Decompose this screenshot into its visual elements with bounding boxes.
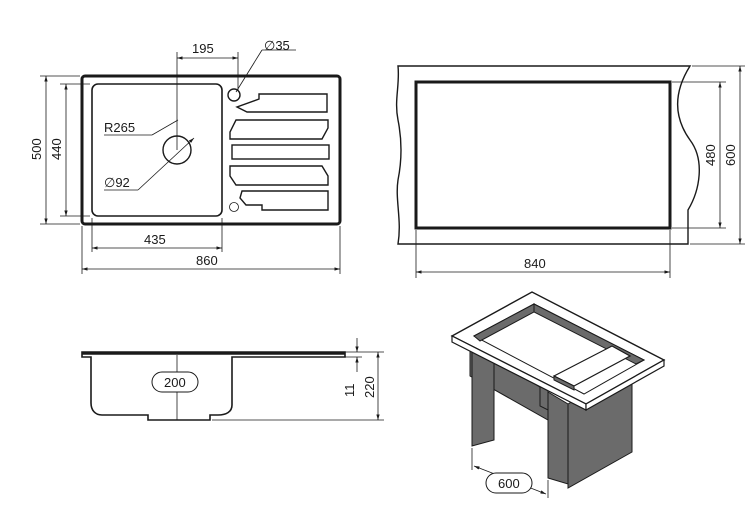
width-label: 860 xyxy=(196,253,218,268)
drainboard-rib xyxy=(231,144,330,160)
front-leg-panel xyxy=(547,391,569,485)
drain-diameter-label: ∅92 xyxy=(104,175,130,190)
bowl-depth-badge xyxy=(151,371,199,393)
drainboard-rib xyxy=(229,165,329,186)
tap-hole xyxy=(227,88,241,102)
cutout-rectangle xyxy=(414,80,672,230)
cutout-height-outer-label: 600 xyxy=(723,144,738,166)
bowl-depth-label: 200 xyxy=(164,375,186,390)
rim-strip xyxy=(82,352,345,354)
sink-side-view: 200 11 220 xyxy=(81,338,384,421)
tap-hole-label: ∅35 xyxy=(264,38,290,53)
drainboard-rib xyxy=(235,93,328,113)
bowl-width-label: 435 xyxy=(144,232,166,247)
height-outer-label: 500 xyxy=(29,138,44,160)
drainboard-ribs xyxy=(229,93,330,211)
drainboard-rib xyxy=(239,190,329,211)
total-depth-label: 220 xyxy=(362,376,377,398)
bowl-outline xyxy=(91,83,223,217)
height-inner-label: 440 xyxy=(49,138,64,160)
divider-shelf-edge xyxy=(553,375,575,391)
countertop-side-edge xyxy=(585,358,665,412)
cabinet-width-badge xyxy=(485,472,533,494)
cutout-width-label: 840 xyxy=(524,256,546,271)
drainboard-rib xyxy=(229,119,329,140)
sink-top-view: 195 ∅35 R265 ∅92 500 440 435 860 xyxy=(29,38,342,274)
overflow-hole xyxy=(229,202,239,212)
sink-profile xyxy=(81,351,346,421)
drain-offset-label: 195 xyxy=(192,41,214,56)
cutout-height-inner-label: 480 xyxy=(703,144,718,166)
countertop-cutout-view: 840 480 600 xyxy=(395,65,745,278)
radius-label: R265 xyxy=(104,120,135,135)
rim-thickness-label: 11 xyxy=(342,384,357,398)
cabinet-width-label: 600 xyxy=(498,476,520,491)
cabinet-isometric-view: 600 xyxy=(450,291,666,498)
